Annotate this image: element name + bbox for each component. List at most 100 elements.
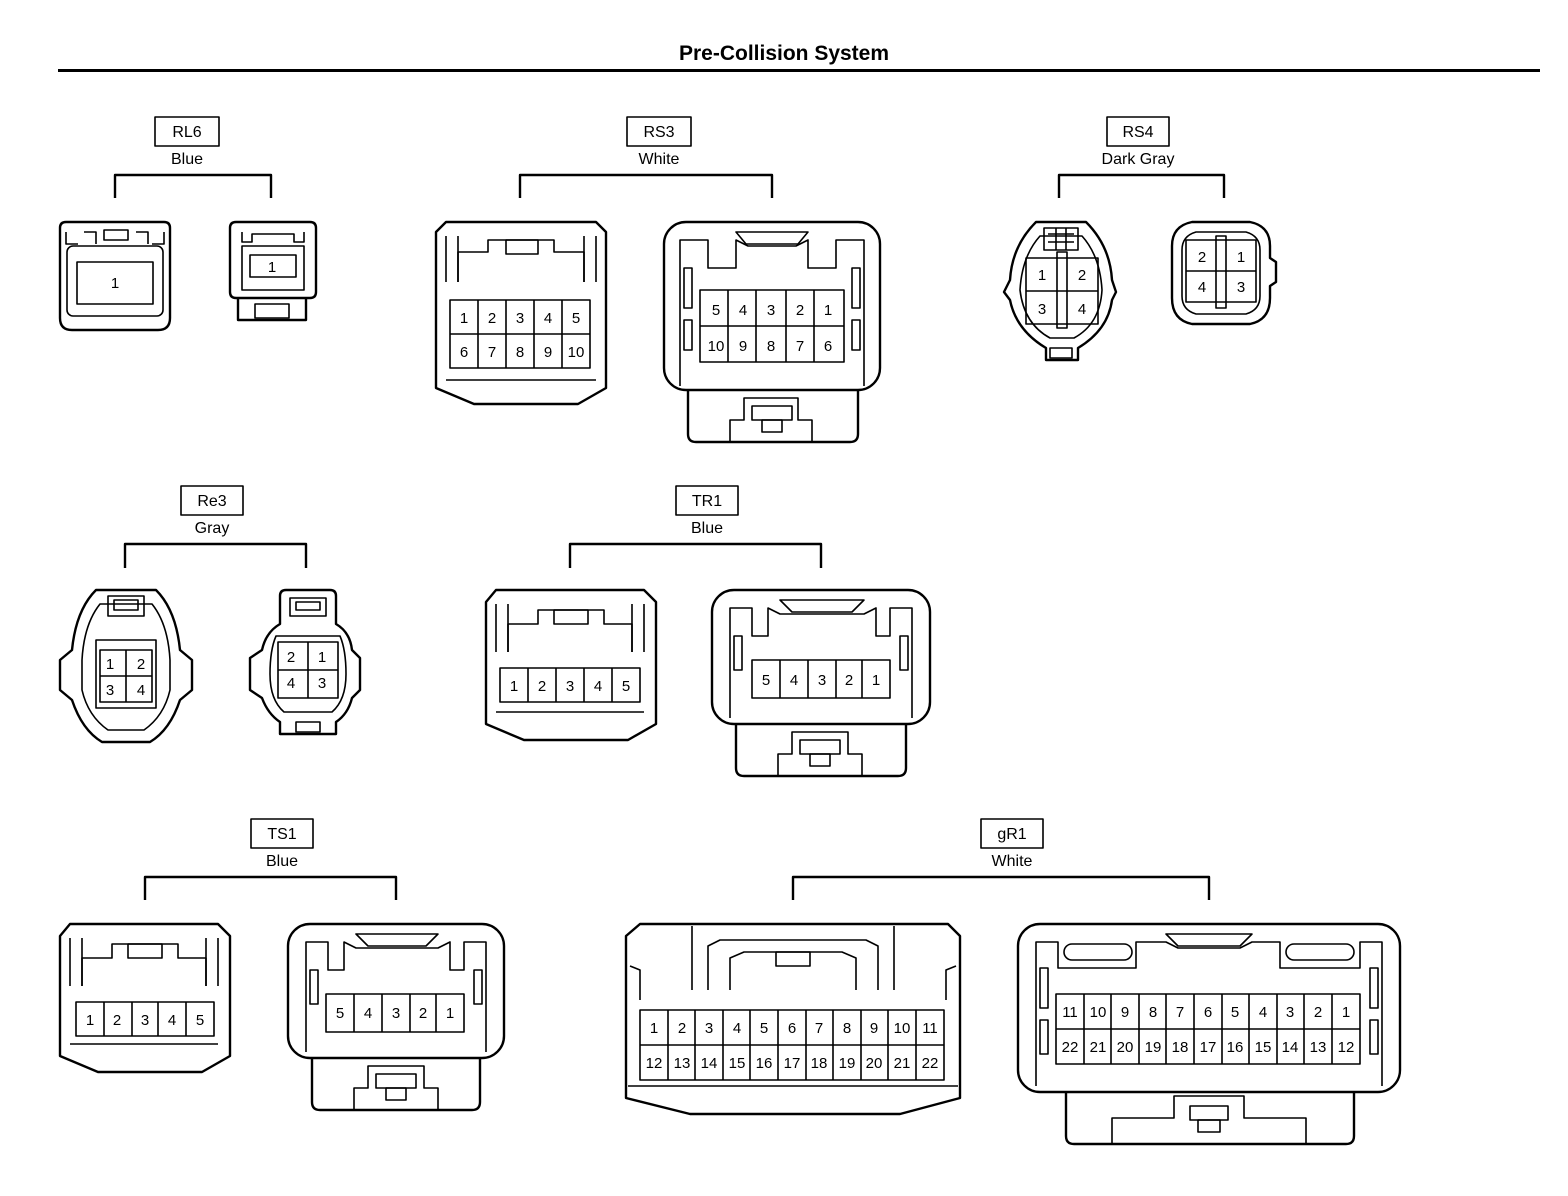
svg-text:3: 3 (1237, 279, 1245, 296)
svg-text:10: 10 (568, 344, 585, 361)
connector-color-re3: Gray (195, 520, 230, 537)
svg-text:5: 5 (1231, 1004, 1239, 1021)
svg-text:1: 1 (1237, 249, 1245, 266)
connector-face-rl6-b: 1 (228, 220, 318, 322)
svg-text:4: 4 (1259, 1004, 1267, 1021)
svg-text:9: 9 (870, 1020, 878, 1037)
connector-label-box-ts1 (250, 818, 314, 849)
connector-face-rl6-a: 1 (58, 220, 172, 332)
connector-id-re3: Re3 (197, 493, 226, 510)
svg-text:6: 6 (1204, 1004, 1212, 1021)
connector-bracket-rl6 (113, 173, 273, 198)
svg-text:10: 10 (708, 338, 725, 355)
connector-face-gr1-a: 1 2 3 4 5 6 7 8 9 10 11 12 13 14 15 16 1… (624, 922, 962, 1116)
connector-face-ts1-a: 1 2 3 4 5 (58, 922, 232, 1074)
svg-text:9: 9 (544, 344, 552, 361)
svg-text:1: 1 (1038, 267, 1046, 284)
connector-bracket-rs4 (1057, 173, 1226, 198)
svg-text:14: 14 (701, 1055, 718, 1072)
svg-text:7: 7 (1176, 1004, 1184, 1021)
svg-text:12: 12 (646, 1055, 663, 1072)
svg-text:9: 9 (1121, 1004, 1129, 1021)
svg-text:4: 4 (544, 310, 552, 327)
svg-text:2: 2 (488, 310, 496, 327)
svg-text:6: 6 (824, 338, 832, 355)
svg-text:11: 11 (922, 1020, 938, 1037)
svg-text:4: 4 (137, 682, 145, 699)
connector-color-tr1: Blue (691, 520, 723, 537)
svg-text:7: 7 (796, 338, 804, 355)
connector-group-rl6: RL6 Blue 1 1 (58, 116, 318, 332)
connector-face-gr1-b: 11 10 9 8 7 6 5 4 3 2 1 22 21 20 19 18 1… (1016, 922, 1402, 1146)
connector-label-box-rl6 (154, 116, 220, 147)
svg-text:17: 17 (784, 1055, 801, 1072)
title-rule (58, 69, 1540, 72)
svg-text:8: 8 (767, 338, 775, 355)
svg-text:1: 1 (1342, 1004, 1350, 1021)
connector-id-rs4: RS4 (1122, 124, 1153, 141)
svg-text:18: 18 (1172, 1039, 1189, 1056)
svg-text:3: 3 (516, 310, 524, 327)
svg-text:19: 19 (839, 1055, 856, 1072)
svg-text:19: 19 (1145, 1039, 1162, 1056)
connector-group-re3: Re3 Gray 1 2 3 4 2 1 4 3 (58, 485, 362, 744)
svg-text:4: 4 (733, 1020, 741, 1037)
svg-text:9: 9 (739, 338, 747, 355)
svg-text:5: 5 (760, 1020, 768, 1037)
svg-text:2: 2 (1314, 1004, 1322, 1021)
svg-text:5: 5 (196, 1012, 204, 1029)
connector-bracket-tr1 (568, 542, 823, 568)
connector-id-rl6: RL6 (172, 124, 201, 141)
svg-text:15: 15 (1255, 1039, 1272, 1056)
svg-text:3: 3 (705, 1020, 713, 1037)
svg-text:4: 4 (364, 1005, 372, 1022)
connector-color-ts1: Blue (266, 853, 298, 870)
connector-group-ts1: TS1 Blue 1 2 3 4 5 5 4 (58, 818, 506, 1112)
connector-label-box-tr1 (675, 485, 739, 516)
connector-id-ts1: TS1 (267, 826, 296, 843)
connector-label-box-re3 (180, 485, 244, 516)
svg-text:3: 3 (318, 675, 326, 692)
svg-text:4: 4 (594, 678, 602, 695)
svg-text:11: 11 (1062, 1004, 1078, 1021)
svg-text:4: 4 (168, 1012, 176, 1029)
svg-text:13: 13 (674, 1055, 691, 1072)
svg-text:3: 3 (1038, 301, 1046, 318)
svg-text:3: 3 (392, 1005, 400, 1022)
svg-text:1: 1 (446, 1005, 454, 1022)
svg-text:2: 2 (137, 656, 145, 673)
connector-label-box-rs3 (626, 116, 692, 147)
svg-text:21: 21 (1090, 1039, 1107, 1056)
svg-text:7: 7 (815, 1020, 823, 1037)
pin-rl6-a-1: 1 (111, 275, 119, 292)
svg-text:3: 3 (106, 682, 114, 699)
connector-bracket-ts1 (143, 875, 398, 900)
connector-color-gr1: White (992, 853, 1033, 870)
svg-text:1: 1 (106, 656, 114, 673)
svg-text:1: 1 (86, 1012, 94, 1029)
svg-text:1: 1 (824, 302, 832, 319)
connector-face-tr1-b: 5 4 3 2 1 (710, 588, 932, 778)
svg-text:7: 7 (488, 344, 496, 361)
svg-text:3: 3 (141, 1012, 149, 1029)
connector-group-rs3: RS3 White 1 2 3 4 5 6 7 8 9 10 (434, 116, 882, 444)
connector-bracket-gr1 (791, 875, 1211, 900)
connector-id-tr1: TR1 (692, 493, 722, 510)
svg-text:8: 8 (843, 1020, 851, 1037)
connector-label-box-gr1 (980, 818, 1044, 849)
svg-text:3: 3 (566, 678, 574, 695)
page-title: Pre-Collision System (678, 42, 890, 65)
svg-text:2: 2 (796, 302, 804, 319)
connector-face-rs4-b: 2 1 4 3 (1170, 220, 1278, 326)
connector-face-rs4-a: 1 2 3 4 (1002, 220, 1118, 362)
svg-text:3: 3 (767, 302, 775, 319)
svg-text:4: 4 (1198, 279, 1206, 296)
svg-text:1: 1 (650, 1020, 658, 1037)
svg-text:21: 21 (894, 1055, 911, 1072)
svg-text:4: 4 (1078, 301, 1086, 318)
svg-text:1: 1 (460, 310, 468, 327)
svg-text:5: 5 (762, 672, 770, 689)
connector-label-box-rs4 (1106, 116, 1170, 147)
svg-text:16: 16 (1227, 1039, 1244, 1056)
svg-text:2: 2 (1198, 249, 1206, 266)
